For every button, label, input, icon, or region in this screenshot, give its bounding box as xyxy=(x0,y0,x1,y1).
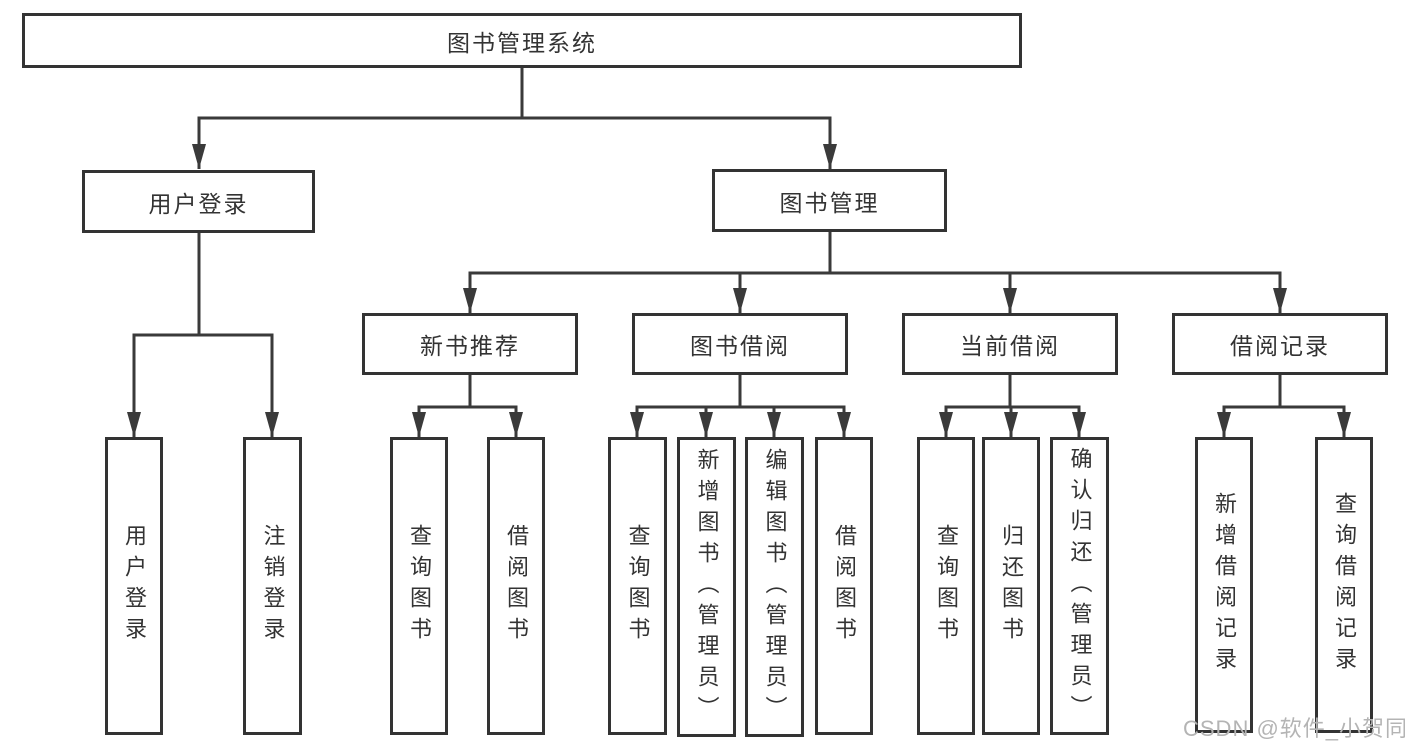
leaf-current-return-books-label: 归还图书 xyxy=(999,524,1024,648)
leaf-newrec-borrow-books-label: 借阅图书 xyxy=(504,524,529,648)
csdn-watermark: CSDN @软件_小贺同学 xyxy=(1183,716,1405,741)
leaf-borrow-add-books-admin: 新增图书（管理员） xyxy=(677,437,736,737)
leaf-current-confirm-return-admin: 确认归还（管理员） xyxy=(1050,437,1109,735)
node-borrow-record-label: 借阅记录 xyxy=(1230,333,1330,359)
node-user-login-label: 用户登录 xyxy=(148,190,249,217)
leaf-current-return-books: 归还图书 xyxy=(982,437,1040,735)
leaf-user-login-label: 用户登录 xyxy=(122,524,147,648)
leaf-record-add-record-label: 新增借阅记录 xyxy=(1212,492,1237,678)
leaf-logout-login: 注销登录 xyxy=(243,437,302,735)
node-current-borrow: 当前借阅 xyxy=(902,313,1118,375)
node-borrow-record: 借阅记录 xyxy=(1172,313,1388,375)
leaf-current-confirm-return-admin-label: 确认归还（管理员） xyxy=(1067,446,1093,726)
leaf-borrow-borrow-books: 借阅图书 xyxy=(815,437,873,735)
leaf-newrec-borrow-books: 借阅图书 xyxy=(487,437,545,735)
node-root-system: 图书管理系统 xyxy=(22,13,1022,68)
leaf-newrec-query-books-label: 查询图书 xyxy=(407,524,432,648)
node-book-borrow: 图书借阅 xyxy=(632,313,848,375)
node-book-management-label: 图书管理 xyxy=(779,189,880,216)
node-new-book-recommend-label: 新书推荐 xyxy=(420,333,520,359)
node-book-management: 图书管理 xyxy=(712,169,947,232)
node-new-book-recommend: 新书推荐 xyxy=(362,313,578,375)
leaf-record-add-record: 新增借阅记录 xyxy=(1195,437,1253,733)
leaf-current-query-books-label: 查询图书 xyxy=(934,524,959,648)
leaf-record-query-record: 查询借阅记录 xyxy=(1315,437,1373,733)
leaf-borrow-borrow-books-label: 借阅图书 xyxy=(832,524,857,648)
arrowheads xyxy=(127,144,1351,437)
leaf-newrec-query-books: 查询图书 xyxy=(390,437,448,735)
leaf-current-query-books: 查询图书 xyxy=(917,437,975,735)
leaf-borrow-query-books: 查询图书 xyxy=(608,437,667,735)
node-root-label: 图书管理系统 xyxy=(447,29,597,56)
leaf-logout-login-label: 注销登录 xyxy=(260,524,286,648)
node-current-borrow-label: 当前借阅 xyxy=(960,333,1060,359)
leaf-borrow-edit-books-admin: 编辑图书（管理员） xyxy=(745,437,804,737)
leaf-borrow-query-books-label: 查询图书 xyxy=(625,524,651,648)
node-user-login: 用户登录 xyxy=(82,170,315,233)
leaf-borrow-add-books-admin-label: 新增图书（管理员） xyxy=(694,447,720,727)
leaf-user-login: 用户登录 xyxy=(105,437,163,735)
leaf-borrow-edit-books-admin-label: 编辑图书（管理员） xyxy=(762,447,788,727)
leaf-record-query-record-label: 查询借阅记录 xyxy=(1332,492,1357,678)
node-book-borrow-label: 图书借阅 xyxy=(690,333,790,359)
